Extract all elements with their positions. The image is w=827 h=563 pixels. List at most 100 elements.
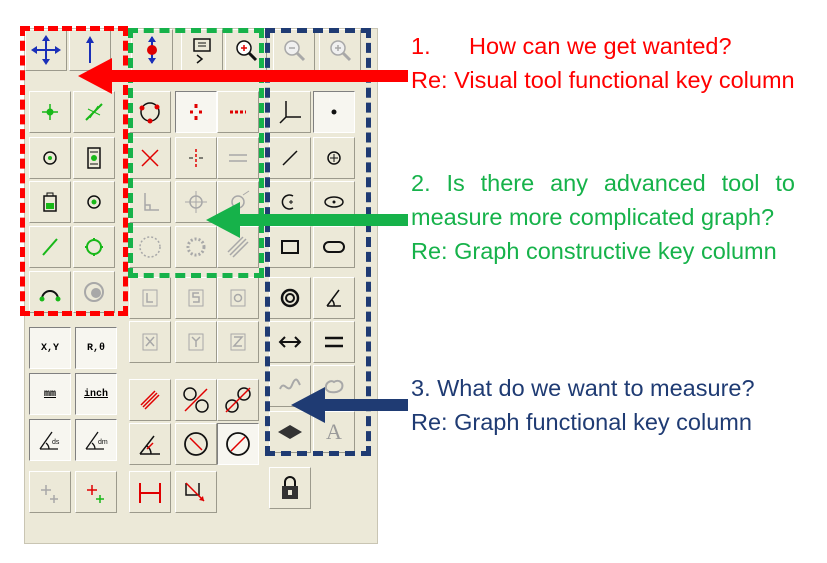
note-number: 1. — [411, 33, 431, 59]
angle-dm-tool-button[interactable]: dm — [75, 419, 117, 461]
distance-measure-tool-button[interactable] — [269, 321, 311, 363]
datum-z-tool-button[interactable] — [217, 321, 259, 363]
curve-icon — [273, 369, 307, 403]
zoom-fit-icon — [323, 33, 357, 67]
double-arrow-icon — [273, 325, 307, 359]
red-dash-tool-button[interactable] — [217, 91, 259, 133]
cross-point-icon — [77, 95, 111, 129]
zoom-in-tool-button[interactable] — [225, 29, 267, 71]
mm-unit-button[interactable]: mm — [29, 373, 71, 415]
center-cross-tool-button[interactable] — [131, 29, 173, 71]
area-measure-tool-button[interactable] — [269, 411, 311, 453]
slot-measure-tool-button[interactable] — [313, 226, 355, 268]
freeform-icon — [317, 369, 351, 403]
intersection-tool-button[interactable] — [129, 137, 171, 179]
note-question: 3. What do we want to measure? — [411, 375, 755, 401]
datum-s-tool-button[interactable] — [175, 277, 217, 319]
gauge-tool-button[interactable] — [73, 137, 115, 179]
corner-measure-tool-button[interactable] — [175, 471, 217, 513]
text-tool-button[interactable]: A — [313, 411, 355, 453]
cross-point-tool-button[interactable] — [73, 91, 115, 133]
vertical-arrow-tool-button[interactable] — [69, 29, 111, 71]
hatch-line-tool-button[interactable] — [217, 226, 259, 268]
green-circle-dot-tool-button[interactable] — [73, 181, 115, 223]
datum-x-tool-button[interactable] — [129, 321, 171, 363]
perpendicular-construct-tool-button[interactable] — [129, 181, 171, 223]
ring-icon — [273, 281, 307, 315]
zoom-out-icon — [277, 33, 311, 67]
freeform-measure-tool-button[interactable] — [313, 365, 355, 407]
circle-center-measure-tool-button[interactable] — [313, 137, 355, 179]
parallel-lines-tool-button[interactable] — [217, 137, 259, 179]
equal-tool-button[interactable] — [313, 321, 355, 363]
target-circle-tool-button[interactable] — [29, 137, 71, 179]
gray-circle-icon — [77, 275, 111, 309]
vertical-arrow-icon — [73, 33, 107, 67]
curve-measure-tool-button[interactable] — [269, 365, 311, 407]
green-circle-tool-button[interactable] — [73, 226, 115, 268]
line-measure-tool-button[interactable] — [269, 137, 311, 179]
datum-y-tool-button[interactable] — [175, 321, 217, 363]
tangent-circle-tool-button[interactable] — [217, 181, 259, 223]
visual-tool-note: 1.How can we get wanted? Re: Visual tool… — [411, 29, 795, 97]
gray-circle-tool-button[interactable] — [73, 271, 115, 313]
ring-measure-tool-button[interactable] — [269, 277, 311, 319]
rectangle-measure-tool-button[interactable] — [269, 226, 311, 268]
angle-ds-icon: ds — [33, 423, 67, 457]
red-add-point-tool-button[interactable] — [75, 471, 117, 513]
circle-chain-icon — [221, 383, 255, 417]
three-point-circle-icon — [133, 95, 167, 129]
datum-x-icon — [133, 325, 167, 359]
center-cross-icon — [135, 33, 169, 67]
red-cross-dots-tool-button[interactable] — [175, 91, 217, 133]
zoom-fit-tool-button[interactable] — [319, 29, 361, 71]
dashed-circle-tool-button[interactable] — [129, 226, 171, 268]
green-point-tool-button[interactable] — [29, 91, 71, 133]
lock-icon — [273, 471, 307, 505]
center-line-tool-button[interactable] — [175, 137, 217, 179]
datum-l-tool-button[interactable] — [129, 277, 171, 319]
datum-o-tool-button[interactable] — [217, 277, 259, 319]
green-line-tool-button[interactable] — [29, 226, 71, 268]
width-measure-tool-button[interactable] — [129, 471, 171, 513]
angle-dm-icon: dm — [79, 423, 113, 457]
rectangle-icon — [273, 230, 307, 264]
container-tool-button[interactable] — [29, 181, 71, 223]
diagonal-distance-tool-button[interactable] — [129, 379, 171, 421]
ellipse-measure-tool-button[interactable] — [313, 181, 355, 223]
arc-icon — [273, 185, 307, 219]
target-circle-icon — [33, 141, 67, 175]
point-icon — [317, 95, 351, 129]
pan-tool-button[interactable] — [25, 29, 67, 71]
arc-measure-tool-button[interactable] — [269, 181, 311, 223]
polar-coordinate-button[interactable]: R,θ — [75, 327, 117, 369]
circle-chain-tool-button[interactable] — [217, 379, 259, 421]
screen-capture-tool-button[interactable] — [181, 29, 223, 71]
red-dash-icon — [221, 95, 255, 129]
green-arc-tool-button[interactable] — [29, 271, 71, 313]
gear-circle-tool-button[interactable] — [175, 226, 217, 268]
point-measure-tool-button[interactable] — [313, 91, 355, 133]
green-line-icon — [33, 230, 67, 264]
lock-tool-button[interactable] — [269, 467, 311, 509]
move-arrows-icon — [29, 33, 63, 67]
diagonal-distance-icon — [133, 383, 167, 417]
xy-coordinate-button-label: X,Y — [40, 342, 59, 354]
add-point-icon — [33, 475, 67, 509]
gray-add-point-tool-button[interactable] — [29, 471, 71, 513]
angle-ds-tool-button[interactable]: ds — [29, 419, 71, 461]
ellipse-icon — [317, 185, 351, 219]
coordinate-system-tool-button[interactable] — [269, 91, 311, 133]
zoom-out-tool-button[interactable] — [273, 29, 315, 71]
circle-diameter-tool-button[interactable] — [175, 423, 217, 465]
angle-measure-tool-button[interactable] — [313, 277, 355, 319]
xy-coordinate-button[interactable]: X,Y — [29, 327, 71, 369]
inch-unit-button[interactable]: inch — [75, 373, 117, 415]
corner-icon — [179, 475, 213, 509]
angle-arc-tool-button[interactable] — [129, 423, 171, 465]
crosshair-construct-tool-button[interactable] — [175, 181, 217, 223]
circle-distance-tool-button[interactable] — [175, 379, 217, 421]
circle-slash-tool-button[interactable] — [217, 423, 259, 465]
three-point-circle-tool-button[interactable] — [129, 91, 171, 133]
